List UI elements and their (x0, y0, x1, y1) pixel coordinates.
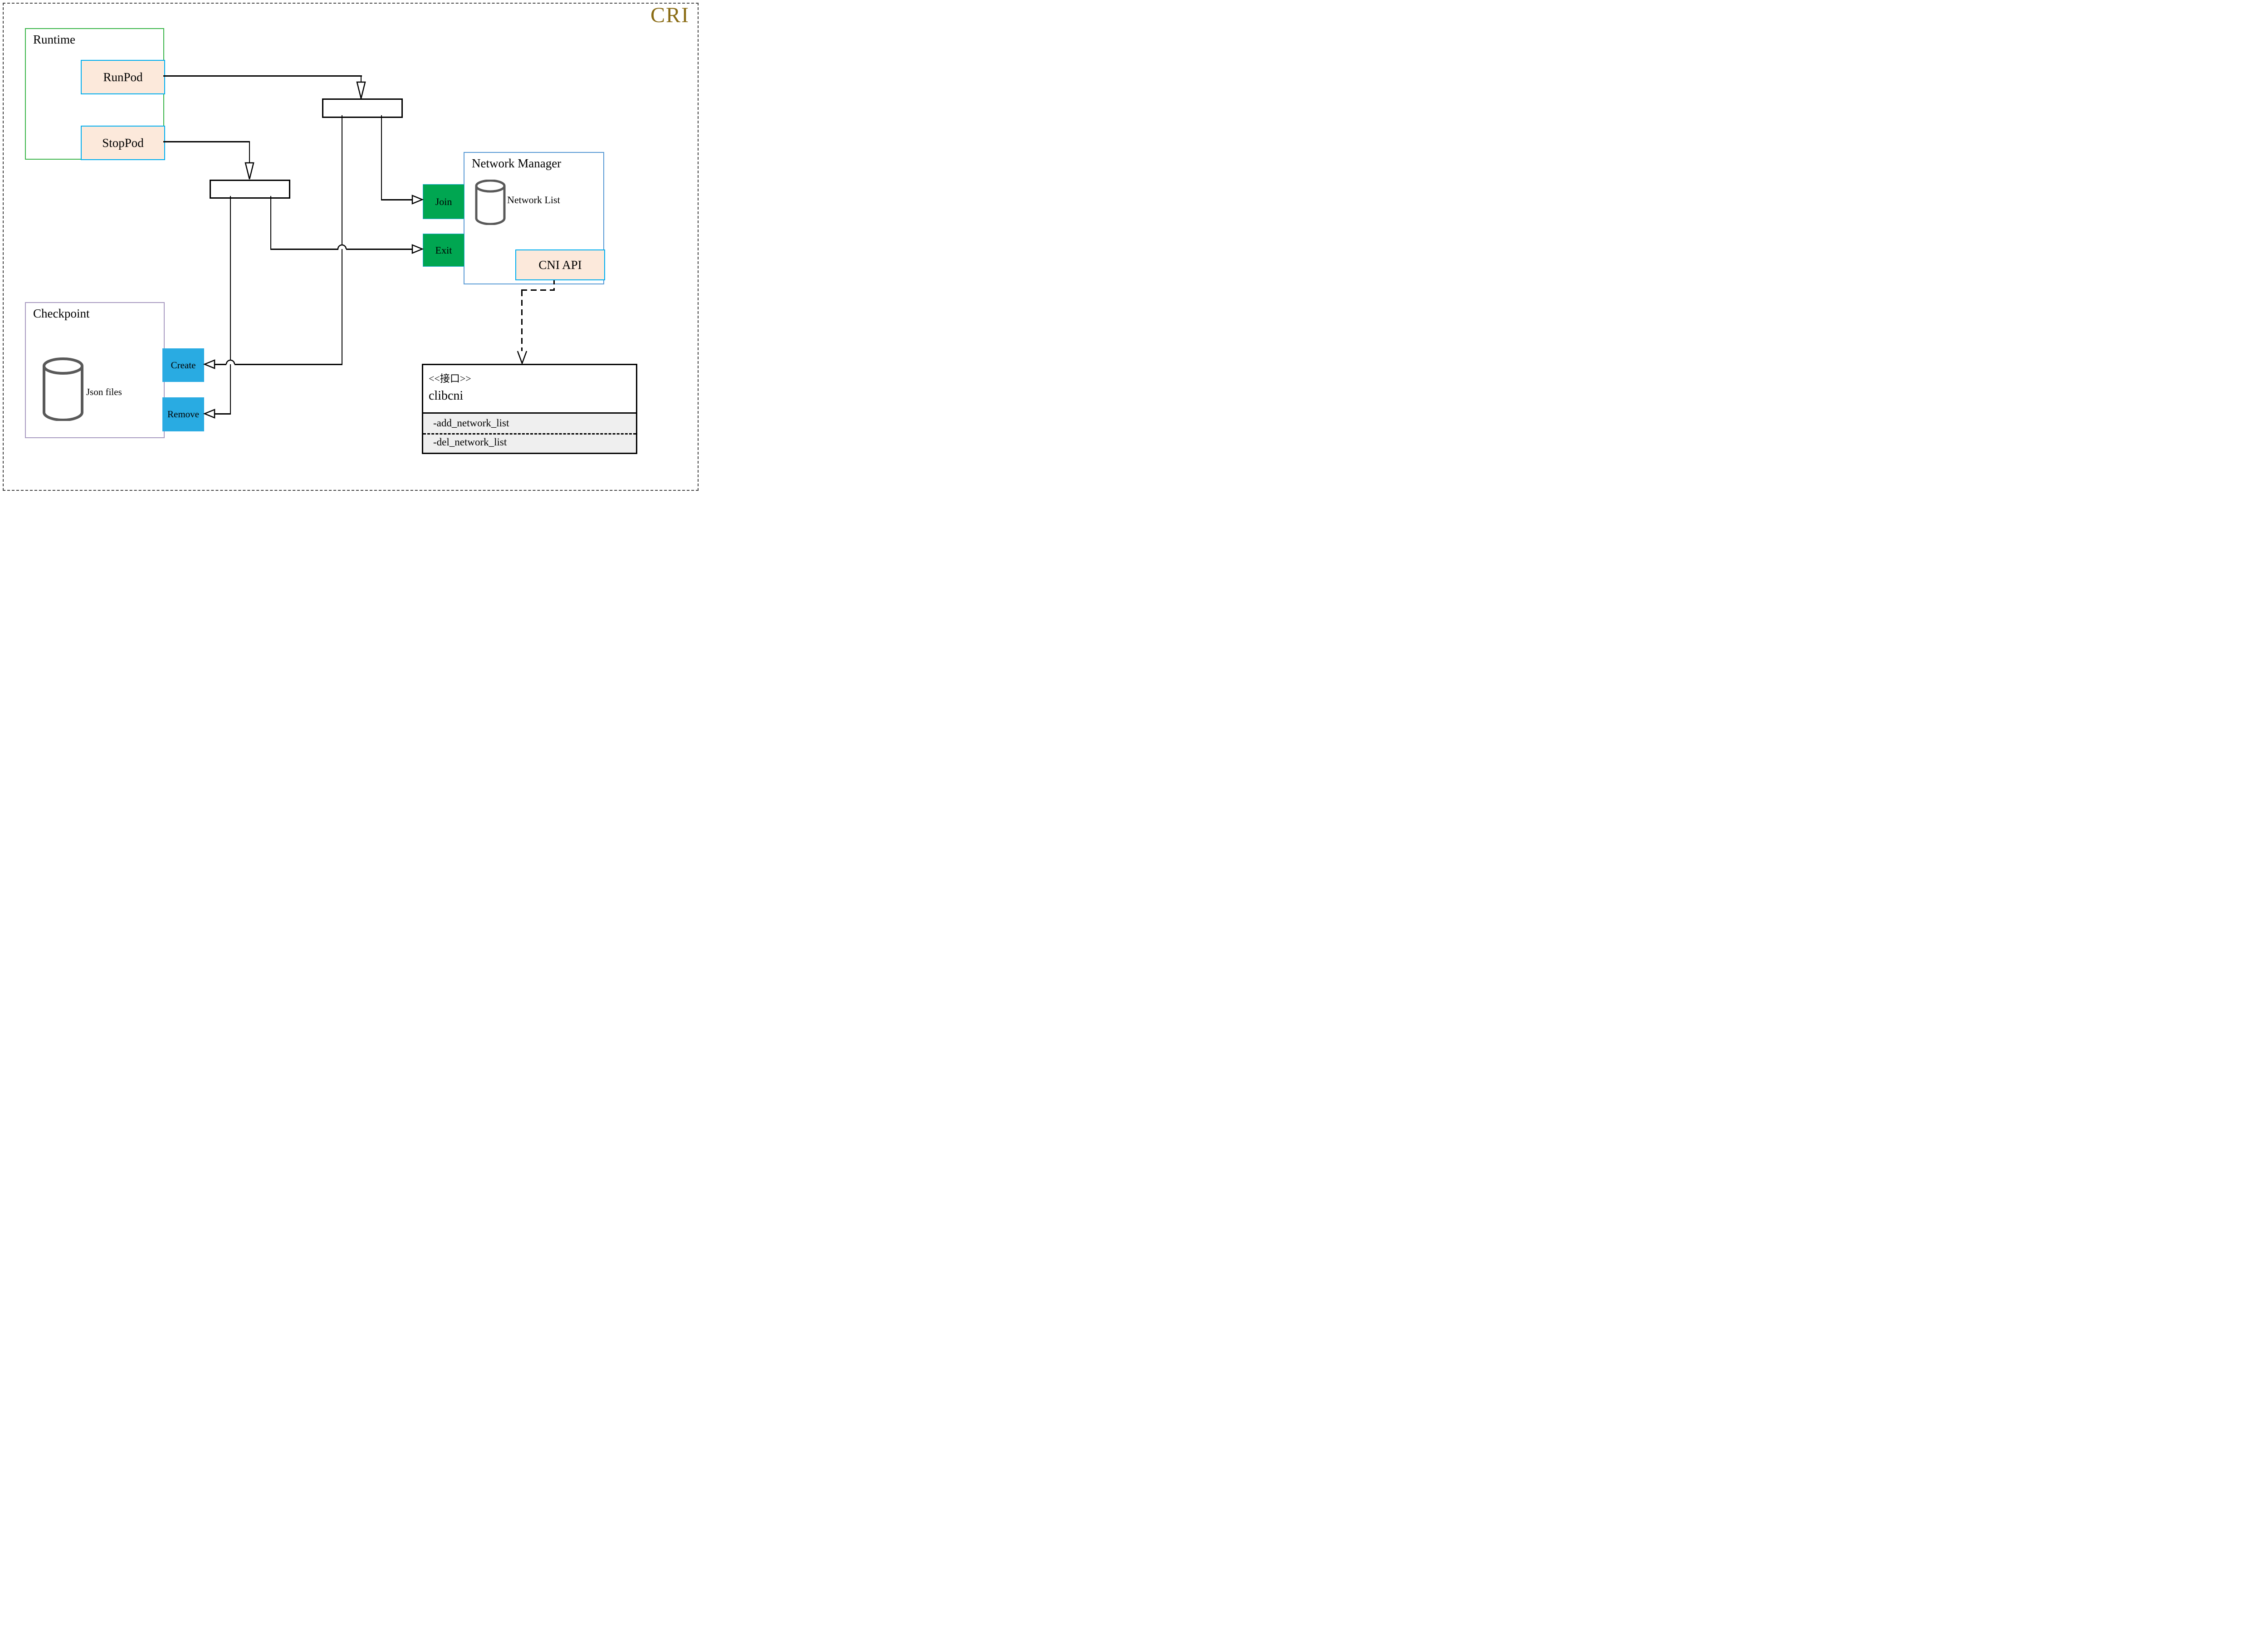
cni-api-node: CNI API (515, 249, 605, 280)
line-hop-exit (337, 244, 347, 249)
cni-api-label: CNI API (538, 258, 582, 272)
diagram-title: CRI (650, 3, 689, 27)
open-arrowhead-right-join (411, 195, 424, 205)
open-v-arrowhead-clibcni (517, 351, 528, 365)
connector-runpod-v (361, 75, 362, 82)
remove-label: Remove (167, 409, 199, 420)
open-arrowhead-right-exit (411, 244, 424, 254)
junction-box-runpod (322, 98, 403, 118)
create-label: Create (171, 359, 196, 371)
clibcni-name: clibcni (429, 389, 464, 403)
connector-junction2-exit-v (270, 196, 271, 249)
create-node: Create (162, 348, 204, 382)
connector-stoppod-v (249, 141, 250, 163)
connector-runpod-h (163, 75, 362, 77)
network-list-label: Network List (507, 194, 560, 205)
runpod-node: RunPod (81, 60, 165, 94)
connector-create-h-right (235, 364, 342, 365)
clibcni-methods-section: -add_network_list -del_network_list (423, 414, 636, 453)
network-list-cylinder-icon (475, 180, 506, 225)
clibcni-box: <<接口>> clibcni -add_network_list -del_ne… (422, 364, 637, 454)
connector-exit-h-right (346, 249, 412, 250)
join-label: Join (435, 195, 452, 207)
clibcni-header: <<接口>> clibcni (423, 365, 636, 414)
stoppod-node: StopPod (81, 126, 165, 160)
line-hop-create (225, 359, 235, 365)
open-arrowhead-left-remove (203, 409, 215, 419)
join-node: Join (423, 184, 464, 219)
dashed-connector-cni-v1 (553, 279, 555, 291)
clibcni-method-add: -add_network_list (433, 417, 509, 429)
connector-stoppod-h (163, 141, 250, 142)
clibcni-stereotype: <<接口>> (429, 373, 471, 384)
connector-remove-h (215, 413, 231, 415)
connector-junction2-remove-v (230, 196, 231, 415)
diagram-canvas: CRI Runtime RunPod StopPod Checkpoint Js… (0, 0, 701, 494)
remove-node: Remove (162, 397, 204, 431)
dashed-connector-cni-v2 (521, 290, 523, 351)
connector-join-h (381, 199, 413, 200)
open-arrowhead-down-junction1 (356, 81, 366, 99)
json-files-label: Json files (86, 386, 122, 397)
open-arrowhead-left-create (203, 359, 215, 369)
connector-create-h-left (215, 364, 226, 365)
open-arrowhead-down-junction2 (244, 162, 254, 180)
network-manager-label: Network Manager (472, 156, 562, 170)
page-dashed-border (3, 3, 699, 491)
runtime-label: Runtime (33, 33, 75, 46)
connector-junction1-join-v (381, 115, 382, 200)
clibcni-method-del: -del_network_list (433, 436, 507, 448)
exit-node: Exit (423, 234, 464, 267)
json-files-cylinder-icon (43, 357, 83, 421)
runpod-label: RunPod (103, 70, 143, 84)
dashed-connector-cni-h (521, 289, 555, 291)
checkpoint-label: Checkpoint (33, 307, 90, 320)
exit-label: Exit (435, 244, 452, 256)
stoppod-label: StopPod (102, 136, 144, 150)
connector-exit-h-left (270, 249, 338, 250)
clibcni-method-divider (423, 433, 636, 435)
junction-box-stoppod (210, 180, 290, 199)
